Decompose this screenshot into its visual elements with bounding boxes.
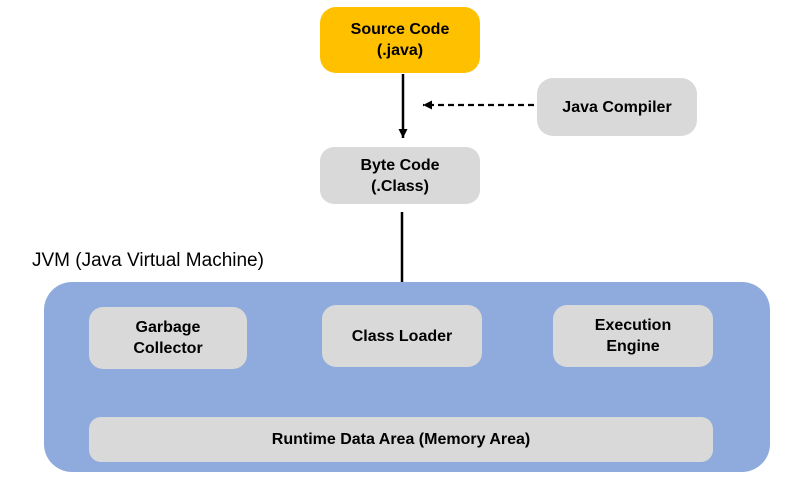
byte-code-label-line2: (.Class) — [371, 177, 429, 195]
source-code-box: Source Code (.java) — [320, 7, 480, 73]
java-compiler-label: Java Compiler — [562, 98, 672, 116]
execution-engine-label-line1: Execution — [594, 317, 672, 334]
byte-code-label-line1: Byte Code — [360, 156, 440, 174]
runtime-data-area-box: Runtime Data Area (Memory Area) — [89, 417, 713, 462]
execution-engine-label-line2: Engine — [606, 338, 660, 355]
class-loader-box: Class Loader — [322, 305, 482, 367]
runtime-data-area-label: Runtime Data Area (Memory Area) — [271, 431, 531, 448]
source-code-label-line2: (.java) — [376, 42, 424, 59]
garbage-collector-box: Garbage Collector — [89, 307, 247, 369]
jvm-container: Garbage Collector Class Loader Execution… — [44, 282, 770, 472]
garbage-collector-label-line2: Collector — [133, 340, 203, 357]
byte-code-box: Byte Code (.Class) — [320, 147, 480, 204]
java-compiler-box: Java Compiler — [537, 78, 697, 136]
source-code-label-line1: Source Code — [350, 21, 450, 38]
class-loader-label: Class Loader — [351, 327, 453, 345]
jvm-title: JVM (Java Virtual Machine) — [32, 250, 264, 271]
execution-engine-box: Execution Engine — [553, 305, 713, 367]
garbage-collector-label-line1: Garbage — [135, 319, 201, 336]
